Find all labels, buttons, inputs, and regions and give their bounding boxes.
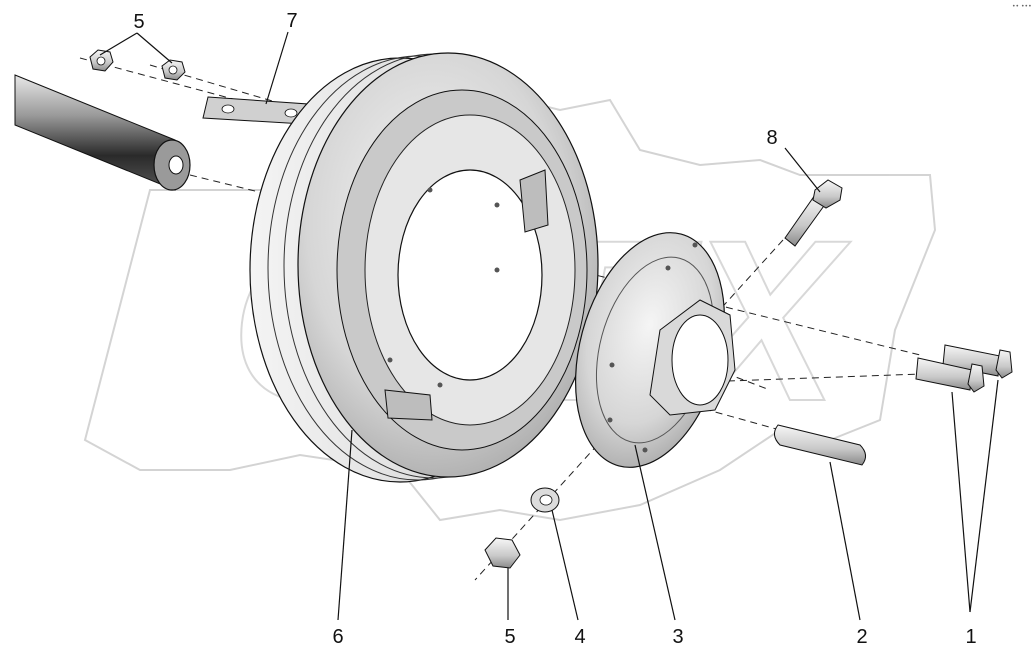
key — [774, 424, 866, 466]
callout-4: 4 — [574, 626, 585, 648]
callout-2: 2 — [856, 626, 867, 648]
shaft — [14, 74, 191, 191]
leader-lines — [99, 31, 999, 621]
hub-flange — [574, 232, 736, 468]
callout-5-bottom: 5 — [504, 626, 515, 648]
bolt-single — [784, 179, 843, 247]
pulley — [249, 52, 599, 483]
bolts-pair — [915, 344, 1013, 393]
callout-8: 8 — [766, 127, 777, 149]
nut-top-right — [161, 59, 186, 81]
callout-1: 1 — [965, 626, 976, 648]
nut-top-left — [89, 49, 114, 72]
corner-mark: •• ••• — [1012, 3, 1031, 10]
lock-plate — [202, 96, 309, 125]
callout-7: 7 — [286, 10, 297, 32]
callout-3: 3 — [672, 626, 683, 648]
callout-5-top: 5 — [133, 11, 144, 33]
callout-6: 6 — [332, 626, 343, 648]
nut-bottom — [484, 537, 521, 569]
washer — [530, 487, 560, 513]
callouts: 5 7 8 6 5 4 3 2 1 — [133, 10, 976, 648]
